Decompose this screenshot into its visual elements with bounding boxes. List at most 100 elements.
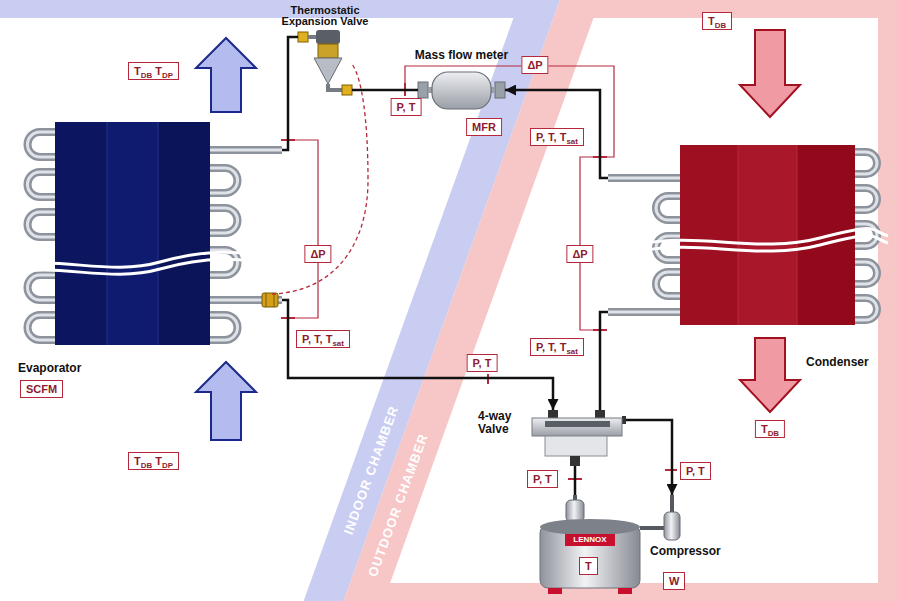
measurement-tag: P, T, Tsat (530, 338, 584, 356)
pipe-group (282, 37, 672, 495)
subscript: sat (566, 347, 577, 356)
tag-text: ΔP (310, 247, 325, 261)
tag-text-part: P, T (473, 357, 492, 369)
subscript: sat (566, 137, 577, 146)
tag-text-part: W (669, 575, 679, 587)
component-label: Mass flow meter (415, 49, 508, 62)
tag-text-part: T (134, 455, 141, 467)
valve-port (570, 456, 580, 466)
tag-text: ΔP (572, 247, 587, 261)
tag-text-part: P, T (686, 465, 705, 477)
compressor-shell (540, 525, 640, 588)
valve-port (595, 410, 605, 418)
measurement-tag: P, T (467, 354, 498, 372)
tag-text: SCFM (26, 382, 57, 396)
tag-text: TDB TDP (134, 64, 173, 78)
tag-text-part: P, T (397, 101, 416, 113)
evaporator-coil: Evaporator (20, 120, 282, 352)
air-state-tag: TDB TDP (128, 62, 179, 80)
valve-fitting (298, 32, 308, 42)
tag-text: TDB TDP (134, 454, 173, 468)
tag-text: W (669, 574, 679, 588)
subscript: DB (715, 21, 726, 30)
sensor-tick (281, 83, 677, 479)
tag-text: P, T, Tsat (536, 130, 578, 144)
refrigerant-pipe (282, 37, 298, 150)
coil-seam (738, 145, 797, 325)
tag-text-part: SCFM (26, 383, 57, 395)
subscript: DP (162, 71, 173, 80)
subscript: sat (332, 339, 343, 348)
expansion-valve: Thermostatic Expansion Valve (298, 30, 352, 96)
measurement-tag: P, T (391, 98, 422, 116)
compressor: LENNOXCompressorTW (515, 495, 695, 595)
coil-panel (55, 122, 107, 345)
meter-body (432, 72, 491, 109)
compressor-foot (618, 588, 632, 594)
coil-tube-highlight (608, 152, 877, 320)
tag-text-part: T (585, 560, 592, 572)
refrigerant-pipe (600, 312, 608, 410)
meter-flange (495, 82, 505, 98)
tag-text-part: T (152, 65, 162, 77)
component-label: Compressor (650, 545, 721, 558)
airflow-tag: SCFM (20, 380, 63, 398)
bulb-clamp (266, 293, 274, 307)
tag-text-part: ΔP (310, 248, 325, 260)
valve-base (545, 436, 607, 456)
pressure-drop-bracket (405, 66, 614, 157)
tag-text: T (585, 559, 592, 573)
coil-tube (608, 152, 877, 320)
tag-text-part: T (152, 455, 162, 467)
component-label: Evaporator (18, 362, 81, 375)
coil-seam (107, 122, 158, 345)
tag-text: P, T (473, 356, 492, 370)
measurement-tag: P, T (527, 470, 558, 488)
valve-body (532, 418, 622, 436)
measurement-tag: MFR (466, 118, 502, 136)
component-label: Condenser (806, 356, 869, 369)
coil-panel (158, 122, 210, 345)
four-way-valve: 4-way Valve (528, 410, 626, 466)
muffler (664, 512, 680, 540)
measurement-tag: W (663, 572, 685, 590)
tag-text: P, T (686, 464, 705, 478)
air-flow-arrow (196, 38, 256, 112)
valve-slide (545, 421, 610, 427)
refrigerant-pipe (505, 90, 608, 178)
break-line (640, 236, 888, 251)
tag-text-part: ΔP (572, 248, 587, 260)
subscript: DP (162, 461, 173, 470)
mass-flow-meter: Mass flow meter (418, 72, 505, 110)
compressor-dome (540, 519, 640, 535)
coil-tube-highlight (27, 132, 282, 340)
valve-port (548, 410, 558, 418)
tag-text-part: T (134, 65, 141, 77)
coil-panel (738, 145, 797, 325)
valve-body (318, 44, 338, 58)
break-line (10, 259, 268, 274)
component-label: Thermostatic Expansion Valve (269, 5, 381, 28)
air-state-tag: TDB (702, 12, 732, 30)
tag-text-part: T (761, 423, 768, 435)
coil-panel (107, 122, 158, 345)
compressor-foot (548, 588, 562, 594)
tag-text: P, T (397, 100, 416, 114)
tag-text: MFR (472, 120, 496, 134)
refrigerant-pipe (574, 466, 577, 495)
tag-text-part: P, T (533, 473, 552, 485)
refrigerant-pipe (282, 300, 553, 410)
tag-text: TDB (761, 422, 779, 436)
tag-text: P, T (533, 472, 552, 486)
measurement-tag: T (579, 557, 598, 575)
coil-panel (680, 145, 738, 325)
tag-text: P, T, Tsat (302, 332, 344, 346)
refrigerant-pipe (352, 89, 418, 92)
tag-text-part: ΔP (527, 59, 542, 71)
measurement-tag: P, T, Tsat (296, 330, 350, 348)
subscript: DB (141, 461, 152, 470)
